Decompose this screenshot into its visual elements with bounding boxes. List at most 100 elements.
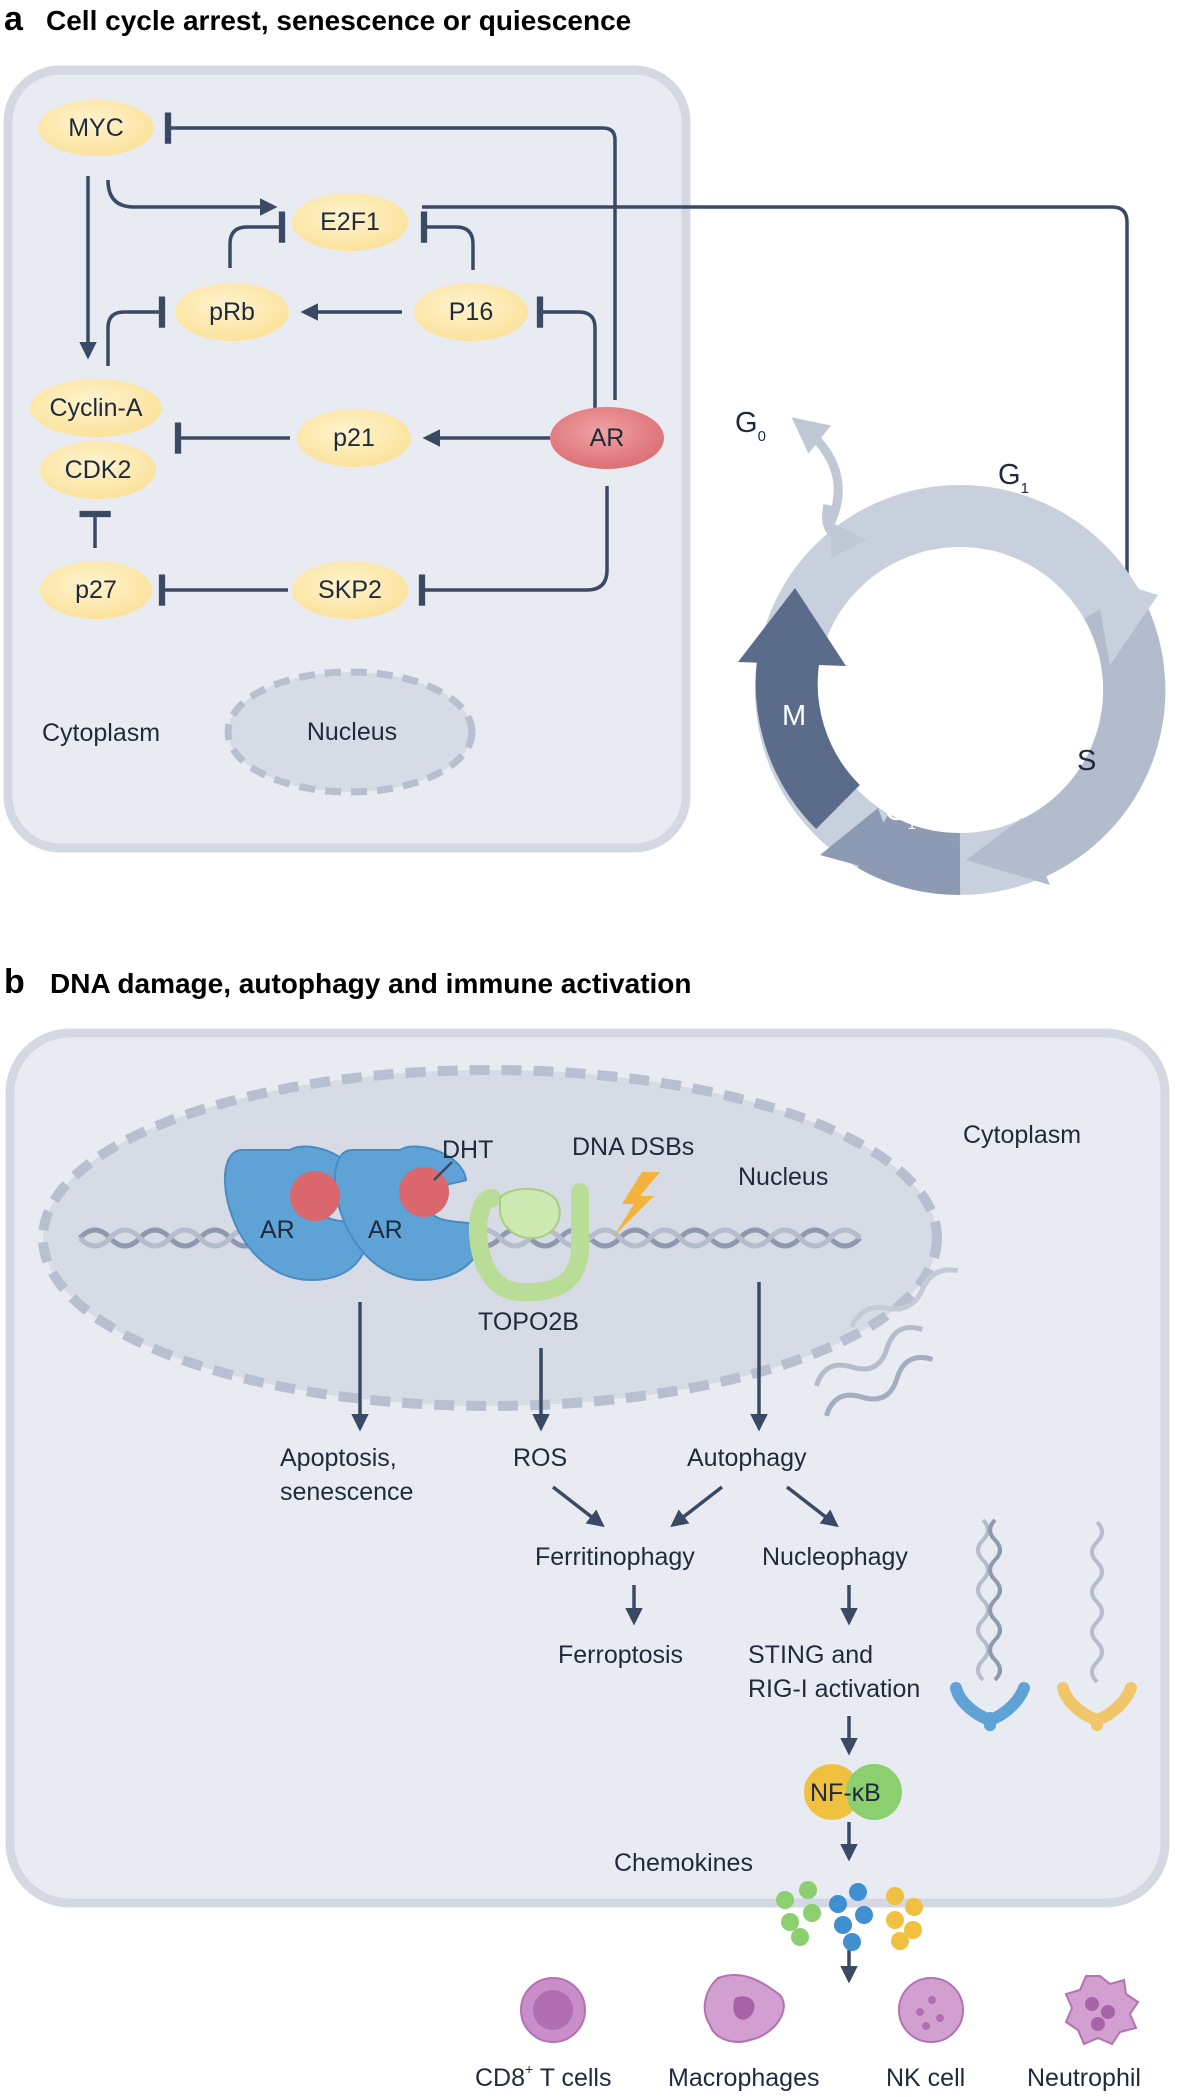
cyclin-a-label: Cyclin-A	[49, 394, 142, 422]
nucleus-b-label: Nucleus	[738, 1163, 828, 1191]
cycle-g1-bottom-arrowhead	[820, 808, 904, 878]
macrophage-nucleus	[733, 1996, 755, 2020]
dna-fragment-2	[824, 1355, 934, 1417]
nfkb-subunit-green	[846, 1764, 902, 1820]
ferroptosis-label: Ferroptosis	[558, 1641, 683, 1669]
topo2b-label: TOPO2B	[478, 1308, 579, 1336]
apoptosis-label-1: Apoptosis,	[280, 1444, 397, 1472]
panel-b-edges	[351, 1282, 858, 1984]
p27-node	[40, 561, 152, 619]
dna-fragment-1	[814, 1325, 924, 1387]
sting-receptor	[950, 1518, 1030, 1731]
edge-ros-ferritinophagy	[551, 1485, 605, 1528]
g1-top-label: G1	[998, 459, 1029, 497]
p16-label: P16	[449, 298, 493, 326]
skp2-label: SKP2	[318, 576, 382, 604]
panel-b-letter: b	[4, 963, 25, 1001]
edge-ar-p16	[536, 296, 597, 410]
ar-node	[550, 407, 664, 469]
cdk2-label: CDK2	[65, 456, 132, 484]
edge-prb-e2f1	[228, 211, 286, 268]
nfkb-subunit-yellow	[804, 1764, 860, 1820]
skp2-node	[292, 561, 408, 619]
myc-label: MYC	[68, 114, 124, 142]
p16-node	[414, 283, 528, 341]
ar1-label: AR	[260, 1216, 295, 1244]
ar2-label: AR	[368, 1216, 403, 1244]
rna-strand-ligand	[1090, 1520, 1104, 1684]
edge-prb-cyclin	[106, 296, 166, 366]
cycle-g1-arrowhead	[1094, 575, 1158, 665]
cell-cycle-wheel	[738, 417, 1166, 896]
autophagy-label: Autophagy	[687, 1444, 807, 1472]
nk-cell-label: NK cell	[886, 2064, 965, 2092]
topo2b-clamp	[468, 1183, 589, 1302]
cdk2-node	[40, 441, 156, 499]
panel-a: a Cell cycle arrest, senescence or quies…	[3, 0, 1166, 896]
panel-b-title: DNA damage, autophagy and immune activat…	[50, 968, 692, 999]
edge-ar-myc	[164, 112, 617, 400]
p21-node	[297, 409, 411, 467]
edge-p16-e2f1	[420, 211, 475, 270]
rig-i-receptor	[1057, 1520, 1137, 1731]
cycle-s-segment	[1016, 587, 1166, 879]
panel-a-edges	[79, 112, 1136, 616]
macrophages-label: Macrophages	[668, 2064, 819, 2092]
dna-strand-ligand-2	[988, 1518, 1002, 1682]
topo2b-domain	[499, 1187, 561, 1240]
myc-node	[38, 100, 154, 156]
cytoplasm-a-label: Cytoplasm	[42, 719, 160, 747]
s-label: S	[1077, 745, 1096, 777]
dna-fragment-3	[849, 1267, 959, 1329]
chemokine-clusters	[776, 1881, 923, 1951]
edge-ar-skp2	[418, 486, 609, 606]
cycle-m-segment	[755, 644, 861, 829]
cycle-s-arrowhead	[966, 818, 1050, 885]
receptor-yellow-right	[1091, 1682, 1137, 1731]
edge-myc-e2f1	[106, 179, 278, 216]
g1-bottom-label: G1	[885, 795, 916, 833]
sting-label-1: STING and	[748, 1641, 873, 1669]
cd8-label: CD8+ T cells	[475, 2061, 611, 2092]
e2f1-label: E2F1	[320, 208, 380, 236]
immune-cells	[520, 1973, 1140, 2046]
lightning-icon	[614, 1172, 660, 1236]
edge-e2f1-cycle	[422, 205, 1136, 616]
cycle-m-arrowhead	[738, 588, 846, 666]
prb-label: pRb	[209, 298, 255, 326]
chemokines-label: Chemokines	[614, 1849, 753, 1877]
ros-label: ROS	[513, 1444, 567, 1472]
p21-label: p21	[333, 424, 375, 452]
dht-ligand-1	[290, 1171, 340, 1221]
edge-autophagy-nucleophagy	[785, 1485, 839, 1528]
edge-autophagy-ferritinophagy	[670, 1485, 724, 1528]
dht-label: DHT	[442, 1136, 493, 1164]
g0-exit-arrow	[791, 417, 843, 531]
topo2b-protein	[468, 1183, 589, 1302]
dna-dsbs-label: DNA DSBs	[572, 1133, 694, 1161]
apoptosis-label-2: senescence	[280, 1478, 413, 1506]
g0-return-arrow	[822, 503, 867, 558]
nk-cell-icon	[898, 1977, 964, 2043]
prb-node	[175, 283, 289, 341]
ferritinophagy-label: Ferritinophagy	[535, 1543, 695, 1571]
panel-a-letter: a	[4, 0, 24, 38]
cytoplasm-b-label: Cytoplasm	[963, 1121, 1081, 1149]
dht-pointer	[433, 1161, 453, 1181]
panel-b: b DNA damage, autophagy and immune activ…	[4, 963, 1170, 2092]
dht-ligand-2	[399, 1167, 449, 1217]
nucleophagy-label: Nucleophagy	[762, 1543, 908, 1571]
nucleus-a	[224, 668, 476, 796]
ar-dimer	[223, 1145, 482, 1282]
p27-label: p27	[75, 576, 117, 604]
panel-a-title: Cell cycle arrest, senescence or quiesce…	[46, 5, 631, 36]
nfkb-label: NF-κB	[810, 1779, 881, 1807]
e2f1-node	[292, 193, 408, 251]
neutrophil-label: Neutrophil	[1027, 2064, 1141, 2092]
cd8-nucleus	[533, 1990, 573, 2030]
dna-strand-ligand-1	[976, 1518, 990, 1682]
cyclin-a-node	[30, 379, 162, 437]
ar-label: AR	[590, 424, 625, 452]
g0-label: G0	[735, 407, 766, 445]
